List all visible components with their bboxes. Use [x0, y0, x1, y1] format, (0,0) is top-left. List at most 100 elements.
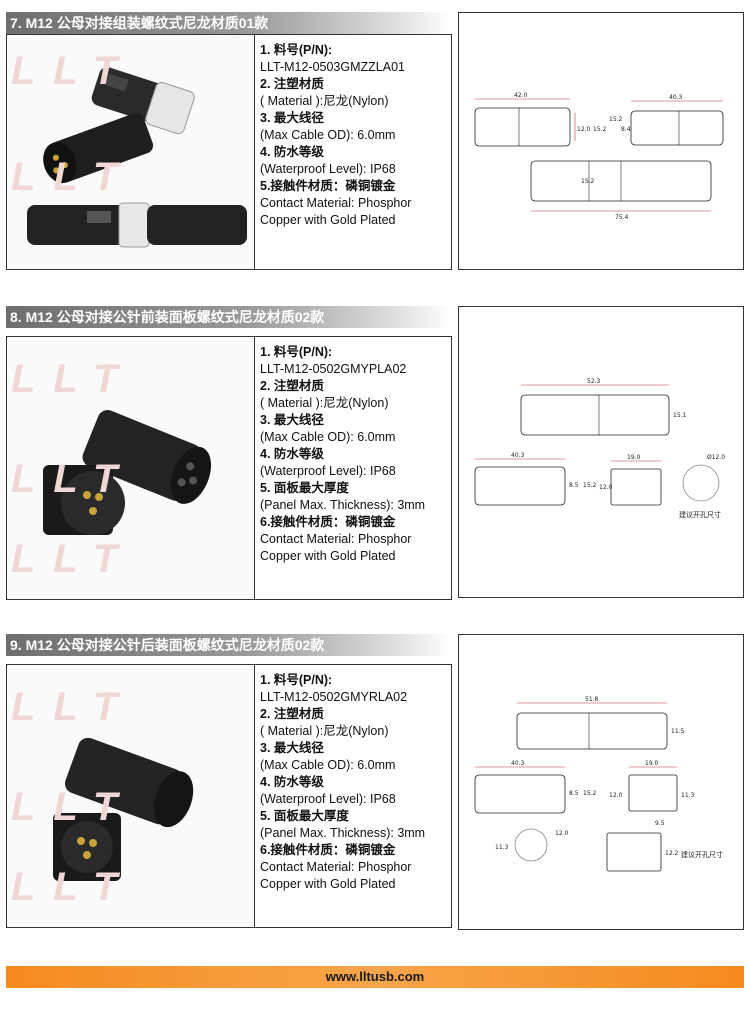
- product-photo: LLT LLT: [7, 35, 255, 269]
- contact-line: Copper with Gold Plated: [260, 213, 396, 227]
- section-title: 9. M12 公母对接公针后装面板螺纹式尼龙材质02款: [6, 634, 452, 656]
- watermark-logo: LLT: [11, 865, 136, 909]
- watermark-logo: LLT: [11, 49, 136, 93]
- contact-label: 6.接触件材质：磷铜镀金: [260, 843, 396, 857]
- contact-line: Contact Material: Phosphor: [260, 532, 412, 546]
- dim-label: 40.3: [669, 94, 683, 101]
- dimension-drawing: 52.3 15.1 40.3 8.5 15.2 19.0 12.0 Ø12.0 …: [458, 306, 744, 598]
- spec-list: 1. 料号(P/N): LLT-M12-0503GMZZLA01 2. 注塑材质…: [255, 35, 451, 269]
- product-info-box: LLT LLT LLT 1. 料号(P/N): LLT-M12-0502GMY: [6, 664, 452, 928]
- connector-illustration: [43, 410, 212, 535]
- dim-label: 12.0: [609, 792, 623, 799]
- spec-label: 2. 注塑材质: [260, 707, 324, 721]
- technical-drawing: 51.8 11.5 40.3 8.5 15.2 19.0 12.0 11.3 9…: [474, 696, 723, 872]
- dim-label: 40.3: [511, 452, 525, 459]
- product-photo: LLT LLT LLT: [7, 337, 255, 599]
- watermark-logo: LLT: [11, 785, 136, 829]
- spec-label: 3. 最大线径: [260, 413, 324, 427]
- spec-value: LLT-M12-0502GMYRLA02: [260, 690, 408, 704]
- spec-label: 4. 防水等级: [260, 775, 324, 789]
- connector-illustration: [27, 67, 247, 248]
- dim-label: 40.3: [511, 760, 525, 767]
- spec-label: 1. 料号(P/N):: [260, 345, 333, 359]
- dim-label: 12.2: [665, 850, 679, 857]
- dim-label: 15.2: [583, 482, 597, 489]
- dim-label: 19.0: [627, 454, 641, 461]
- website-link[interactable]: www.lltusb.com: [325, 969, 425, 984]
- spec-value: (Waterproof Level): IP68: [260, 162, 396, 176]
- dim-label: 75.4: [615, 214, 629, 221]
- technical-drawing: 42.0 12.0 15.2 40.3 15.2 8.4 15.2 75.4: [474, 92, 724, 221]
- cutout-note: 建议开孔尺寸: [679, 510, 721, 519]
- dim-label: 9.5: [655, 820, 665, 827]
- watermark-logo: LLT: [11, 685, 136, 729]
- dim-label: 19.0: [645, 760, 659, 767]
- dim-label: 42.0: [514, 92, 528, 99]
- spec-label: 5. 面板最大厚度: [260, 809, 349, 823]
- contact-line: Copper with Gold Plated: [260, 549, 396, 563]
- spec-value: (Waterproof Level): IP68: [260, 464, 396, 478]
- spec-value: LLT-M12-0502GMYPLA02: [260, 362, 407, 376]
- dim-label: 8.4: [621, 126, 631, 133]
- spec-value: (Max Cable OD): 6.0mm: [260, 758, 396, 772]
- dim-label: 15.2: [581, 178, 595, 185]
- spec-label: 3. 最大线径: [260, 741, 324, 755]
- contact-label: 5.接触件材质：磷铜镀金: [260, 179, 396, 193]
- spec-list: 1. 料号(P/N): LLT-M12-0502GMYRLA02 2. 注塑材质…: [255, 665, 451, 927]
- dim-label: 52.3: [587, 378, 601, 385]
- watermark-logo: LLT: [11, 155, 136, 199]
- watermark-logo: LLT: [11, 457, 136, 501]
- contact-label: 6.接触件材质：磷铜镀金: [260, 515, 396, 529]
- dim-label: 12.0: [599, 484, 613, 491]
- spec-value: (Max Cable OD): 6.0mm: [260, 128, 396, 142]
- dim-label: 12.0: [577, 126, 591, 133]
- spec-label: 3. 最大线径: [260, 111, 324, 125]
- product-section-8: 8. M12 公母对接公针前装面板螺纹式尼龙材质02款 LLT LLT LLT: [6, 306, 744, 600]
- spec-value: (Waterproof Level): IP68: [260, 792, 396, 806]
- dim-label: 11.3: [681, 792, 695, 799]
- connector-illustration: [53, 737, 194, 881]
- spec-value: ( Material ):尼龙(Nylon): [260, 94, 389, 108]
- dim-label: 11.3: [495, 844, 509, 851]
- spec-label: 1. 料号(P/N):: [260, 43, 333, 57]
- product-section-7: 7. M12 公母对接组装螺纹式尼龙材质01款 LLT LLT: [6, 12, 744, 270]
- section-title: 8. M12 公母对接公针前装面板螺纹式尼龙材质02款: [6, 306, 452, 328]
- spec-label: 1. 料号(P/N):: [260, 673, 333, 687]
- dim-label: 12.0: [555, 830, 569, 837]
- watermark-logo: LLT: [11, 357, 136, 401]
- technical-drawing: 52.3 15.1 40.3 8.5 15.2 19.0 12.0 Ø12.0 …: [474, 378, 725, 519]
- dim-label: 15.2: [593, 126, 607, 133]
- dim-label: 15.2: [583, 790, 597, 797]
- dim-label: 15.2: [609, 116, 623, 123]
- product-section-9: 9. M12 公母对接公针后装面板螺纹式尼龙材质02款 LLT LLT LLT: [6, 634, 744, 930]
- dim-label: 8.5: [569, 482, 579, 489]
- dimension-drawing: 51.8 11.5 40.3 8.5 15.2 19.0 12.0 11.3 9…: [458, 634, 744, 930]
- product-info-box: LLT LLT: [6, 34, 452, 270]
- dim-label: 11.5: [671, 728, 685, 735]
- product-info-box: LLT LLT LLT: [6, 336, 452, 600]
- watermark-logo: LLT: [11, 537, 136, 581]
- spec-label: 2. 注塑材质: [260, 379, 324, 393]
- spec-list: 1. 料号(P/N): LLT-M12-0502GMYPLA02 2. 注塑材质…: [255, 337, 451, 599]
- spec-value: LLT-M12-0503GMZZLA01: [260, 60, 405, 74]
- cutout-note: 建议开孔尺寸: [681, 850, 723, 859]
- contact-line: Contact Material: Phosphor: [260, 860, 412, 874]
- dim-label: 8.5: [569, 790, 579, 797]
- spec-label: 2. 注塑材质: [260, 77, 324, 91]
- spec-label: 4. 防水等级: [260, 145, 324, 159]
- dim-label: 15.1: [673, 412, 687, 419]
- spec-value: (Max Cable OD): 6.0mm: [260, 430, 396, 444]
- section-title: 7. M12 公母对接组装螺纹式尼龙材质01款: [6, 12, 452, 34]
- dimension-drawing: 42.0 12.0 15.2 40.3 15.2 8.4 15.2 75.4: [458, 12, 744, 270]
- contact-line: Contact Material: Phosphor: [260, 196, 412, 210]
- dim-label: 51.8: [585, 696, 599, 703]
- spec-label: 5. 面板最大厚度: [260, 481, 349, 495]
- spec-value: ( Material ):尼龙(Nylon): [260, 396, 389, 410]
- spec-value: (Panel Max. Thickness): 3mm: [260, 498, 426, 512]
- product-photo: LLT LLT LLT: [7, 665, 255, 927]
- spec-value: (Panel Max. Thickness): 3mm: [260, 826, 426, 840]
- spec-value: ( Material ):尼龙(Nylon): [260, 724, 389, 738]
- contact-line: Copper with Gold Plated: [260, 877, 396, 891]
- footer-url-bar: www.lltusb.com: [6, 966, 744, 988]
- dim-label: Ø12.0: [707, 454, 725, 461]
